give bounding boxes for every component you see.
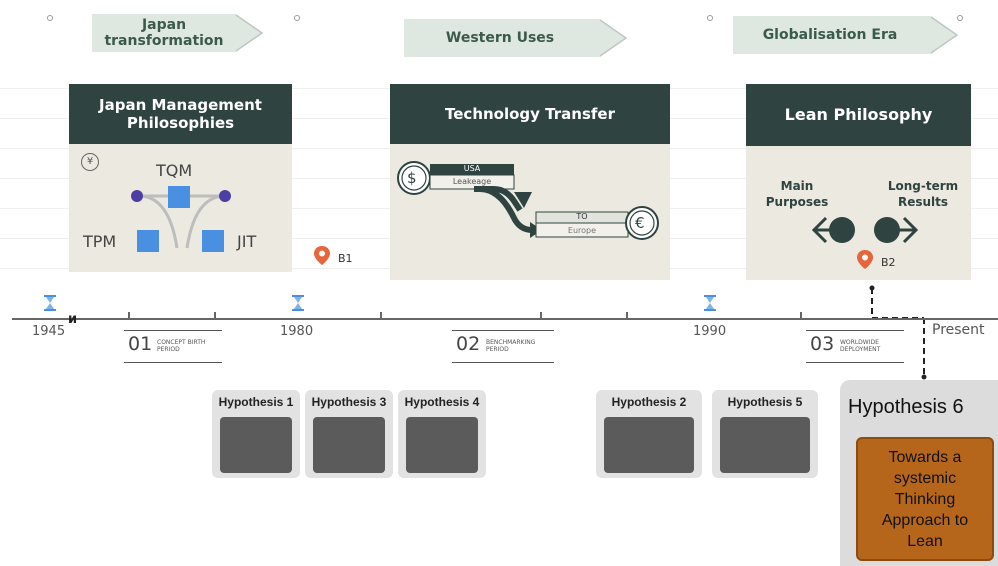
hypothesis-placeholder — [220, 417, 292, 473]
pin-label-b2: B2 — [881, 256, 896, 269]
result-circle — [874, 217, 900, 243]
location-pin-icon — [314, 246, 330, 265]
marker-dot — [294, 15, 300, 21]
timeline-axis — [12, 318, 998, 320]
timeline-tick — [626, 312, 628, 320]
phase-underline — [806, 330, 904, 331]
era-banner-japan-transformation: Japan transformation — [92, 14, 268, 52]
hypothesis-card-2: Hypothesis 2 — [596, 390, 702, 478]
network-diagram — [131, 186, 231, 252]
marker-dot — [47, 15, 53, 21]
hypothesis-card-4: Hypothesis 4 — [398, 390, 486, 478]
purpose-circle — [829, 217, 855, 243]
phase-underline — [124, 362, 222, 363]
hypothesis-placeholder — [604, 417, 694, 473]
year-label-present: Present — [932, 322, 985, 338]
panel-japan-management: Japan Management Philosophies ¥ TQM TPM … — [69, 84, 292, 272]
dollar-symbol: $ — [407, 169, 417, 187]
euro-coin-icon — [625, 206, 659, 240]
era-banner-western-uses: Western Uses — [404, 19, 630, 57]
chevron-right-icon — [925, 16, 959, 54]
node-tpm — [137, 230, 159, 252]
timeline-tick — [128, 312, 130, 320]
phase-caption: WORLDWIDE DEPLOYMENT — [840, 339, 881, 353]
hypothesis-card-6: Hypothesis 6 Towards a systemic Thinking… — [840, 380, 998, 566]
to-label: TO — [576, 212, 588, 221]
timeline-tick — [540, 312, 542, 320]
phase-underline — [806, 362, 904, 363]
year-label-1945: 1945 — [32, 324, 66, 339]
hypothesis-label: Hypothesis 4 — [404, 395, 480, 409]
transfer-diagram — [397, 161, 659, 240]
hypothesis-label: Hypothesis 3 — [311, 395, 387, 409]
node-label-tqm: TQM — [156, 161, 193, 180]
hypothesis-label: Hypothesis 1 — [218, 395, 294, 409]
long-term-results-label: Long-term Results — [887, 179, 959, 209]
era-label: Japan transformation — [92, 14, 236, 52]
era-label: Western Uses — [404, 19, 596, 57]
phase-caption: BENCHMARKING PERIOD — [486, 339, 536, 353]
hypothesis-card-5: Hypothesis 5 — [712, 390, 818, 478]
hypothesis-label: Hypothesis 2 — [611, 395, 687, 409]
panel-title: Lean Philosophy — [746, 84, 971, 146]
hourglass-icon — [704, 295, 716, 311]
marker-dot — [707, 15, 713, 21]
era-banner-globalisation: Globalisation Era — [733, 16, 961, 54]
chevron-right-icon — [594, 19, 628, 57]
hourglass-icon — [292, 295, 304, 311]
year-label-1990: 1990 — [693, 324, 727, 339]
phase-number: 03 — [810, 333, 835, 355]
location-pin-icon — [857, 250, 873, 269]
pin-label-b1: B1 — [338, 252, 353, 265]
timeline-tick — [800, 312, 802, 320]
node-dot — [219, 190, 231, 202]
phase-caption: CONCEPT BIRTH PERIOD — [157, 339, 206, 353]
hypothesis-label: Hypothesis 5 — [727, 395, 803, 409]
purpose-result-arrows — [811, 216, 919, 244]
phase-underline — [124, 330, 222, 331]
euro-symbol: € — [635, 214, 645, 232]
phase-underline — [452, 330, 554, 331]
phase-underline — [452, 362, 554, 363]
node-jit — [202, 230, 224, 252]
phase-number: 01 — [128, 333, 153, 355]
phase-number: 02 — [456, 333, 481, 355]
main-purposes-label: Main Purposes — [765, 179, 829, 209]
stray-character: и — [68, 312, 78, 327]
node-tqm — [168, 186, 190, 208]
hypothesis-placeholder — [313, 417, 385, 473]
leakage-label: Leakeage — [452, 177, 492, 186]
hypothesis-placeholder — [406, 417, 478, 473]
node-label-jit: JIT — [237, 232, 257, 251]
hypothesis-card-1: Hypothesis 1 — [212, 390, 300, 478]
timeline-tick — [214, 312, 216, 320]
year-label-1980: 1980 — [280, 324, 314, 339]
node-dot — [131, 190, 143, 202]
panel-title: Technology Transfer — [390, 84, 670, 144]
hypothesis6-body: Towards a systemic Thinking Approach to … — [856, 437, 994, 561]
arrow-right-icon — [902, 216, 919, 244]
panel-lean-philosophy: Lean Philosophy Main Purposes Long-term … — [746, 84, 971, 280]
node-label-tpm: TPM — [83, 232, 117, 251]
hypothesis-card-3: Hypothesis 3 — [305, 390, 393, 478]
timeline-tick — [380, 312, 382, 320]
yen-icon: ¥ — [81, 153, 99, 171]
hypothesis6-label: Hypothesis 6 — [848, 396, 964, 418]
chevron-right-icon — [230, 14, 264, 52]
hypothesis-placeholder — [720, 417, 810, 473]
era-label: Globalisation Era — [733, 16, 927, 54]
hourglass-icon — [44, 295, 56, 311]
panel-title: Japan Management Philosophies — [69, 84, 292, 144]
europe-label: Europe — [567, 226, 597, 235]
panel-technology-transfer: Technology Transfer $ USA Leakeage TO Eu… — [390, 84, 670, 280]
marker-dot — [957, 15, 963, 21]
usa-label: USA — [463, 164, 481, 173]
